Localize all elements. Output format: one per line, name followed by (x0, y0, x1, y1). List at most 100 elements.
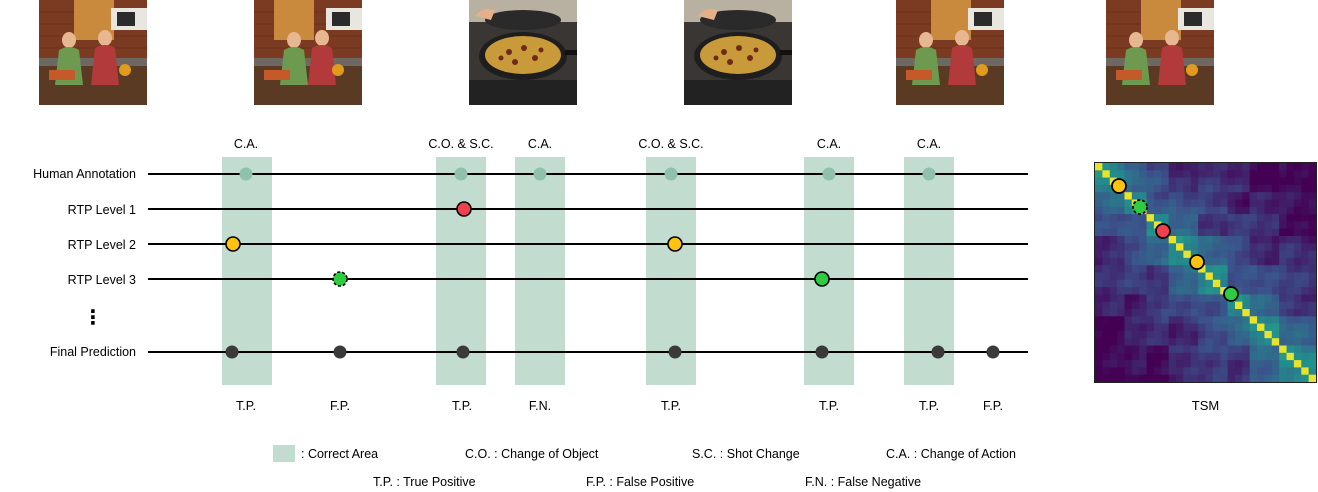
tsm-cell (1301, 345, 1310, 354)
tsm-cell (1227, 177, 1236, 186)
tsm-cell (1301, 170, 1310, 179)
tsm-cell (1293, 352, 1302, 361)
tsm-cell (1220, 163, 1229, 171)
annotation-point (822, 167, 836, 181)
legend: : Correct Area C.O. : Change of Object S… (273, 445, 1016, 489)
tsm-cell (1293, 170, 1302, 179)
tsm-cell (1190, 272, 1199, 281)
tsm-cell (1234, 265, 1243, 274)
tsm-cell (1109, 243, 1118, 252)
tsm-cell (1301, 236, 1310, 244)
final-point (986, 345, 1000, 359)
tsm-cell (1234, 352, 1243, 361)
tsm-cell (1205, 257, 1214, 266)
tsm-cell (1198, 374, 1207, 382)
tsm-cell (1102, 301, 1111, 310)
tsm-cell (1153, 214, 1162, 222)
tsm-cell (1168, 257, 1177, 266)
column-top-label: C.A. (234, 137, 258, 151)
tsm-cell (1146, 345, 1155, 354)
tsm-cell (1190, 352, 1199, 361)
tsm-cell (1242, 228, 1251, 237)
tsm-cell (1242, 323, 1251, 332)
tsm-cell (1205, 199, 1214, 208)
tsm-cell (1183, 184, 1192, 193)
tsm-cell (1183, 236, 1192, 244)
tsm-cell (1220, 192, 1229, 201)
tsm-cell (1153, 199, 1162, 208)
tsm-cell (1102, 221, 1111, 230)
tsm-cell (1205, 330, 1214, 339)
tsm-cell (1220, 272, 1229, 281)
tsm-cell (1190, 243, 1199, 252)
tsm-cell (1183, 272, 1192, 281)
tsm-cell (1139, 323, 1148, 332)
tsm-cell (1102, 206, 1111, 215)
tsm-cell (1176, 192, 1184, 201)
tsm-cell (1176, 265, 1184, 274)
tsm-cell (1139, 272, 1148, 281)
tsm-cell (1161, 214, 1170, 222)
tsm-cell (1102, 257, 1111, 266)
tsm-cell (1301, 214, 1310, 222)
final-prediction-points (225, 345, 1000, 359)
tsm-cell (1308, 206, 1316, 215)
tsm-cell (1124, 192, 1133, 201)
tsm-cell (1301, 221, 1310, 230)
tsm-cell (1168, 221, 1177, 230)
tsm-cell (1249, 374, 1258, 382)
tsm-cell (1139, 309, 1148, 317)
tsm-cell (1249, 250, 1258, 259)
tsm-cell (1293, 177, 1302, 186)
tsm-cell (1102, 184, 1111, 193)
column-bottom-label: T.P. (661, 399, 681, 413)
tsm-cell (1271, 236, 1280, 244)
tsm-cell (1257, 214, 1266, 222)
tsm-cell (1227, 323, 1236, 332)
annotation-point (533, 167, 547, 181)
tsm-cell (1212, 279, 1221, 288)
tsm-cell (1212, 177, 1221, 186)
rtp-level-2-point (225, 236, 241, 252)
tsm-cell (1161, 301, 1170, 310)
tsm-cell (1286, 309, 1295, 317)
tsm-cell (1183, 199, 1192, 208)
tsm-cell (1117, 345, 1126, 354)
tsm-cell (1109, 170, 1118, 179)
tsm-boundary-marker (1155, 223, 1171, 239)
rtp-level-1-point (456, 201, 472, 217)
tsm-cell (1301, 352, 1310, 361)
tsm-cell (1242, 330, 1251, 339)
tsm-cell (1161, 257, 1170, 266)
tsm-cell (1139, 287, 1148, 295)
tsm-cell (1095, 243, 1103, 252)
tsm-cell (1205, 367, 1214, 376)
tsm-cell (1183, 374, 1192, 382)
tsm-cell (1153, 236, 1162, 244)
tsm-cell (1257, 184, 1266, 193)
tsm-cell (1102, 309, 1111, 317)
tsm-cell (1095, 184, 1103, 193)
tsm-cell (1242, 170, 1251, 179)
tsm-cell (1227, 192, 1236, 201)
tsm-cell (1095, 221, 1103, 230)
tsm-cell (1198, 287, 1207, 295)
tsm-cell (1242, 206, 1251, 215)
tsm-cell (1131, 214, 1140, 222)
tsm-cell (1139, 163, 1148, 171)
tsm-cell (1146, 192, 1155, 201)
tsm-cell (1198, 221, 1207, 230)
tsm-cell (1176, 257, 1184, 266)
tsm-cell (1183, 345, 1192, 354)
tsm-cell (1176, 309, 1184, 317)
tsm-cell (1212, 323, 1221, 332)
row-label-rtp-level-3: RTP Level 3 (68, 273, 136, 287)
tsm-cell (1293, 257, 1302, 266)
tsm-cell (1198, 301, 1207, 310)
tsm-cell (1153, 192, 1162, 201)
tsm-cell (1168, 316, 1177, 325)
tsm-cell (1190, 345, 1199, 354)
frame-kitchen-two-women-2 (896, 0, 1004, 105)
tsm-cell (1205, 184, 1214, 193)
tsm-cell (1212, 374, 1221, 382)
